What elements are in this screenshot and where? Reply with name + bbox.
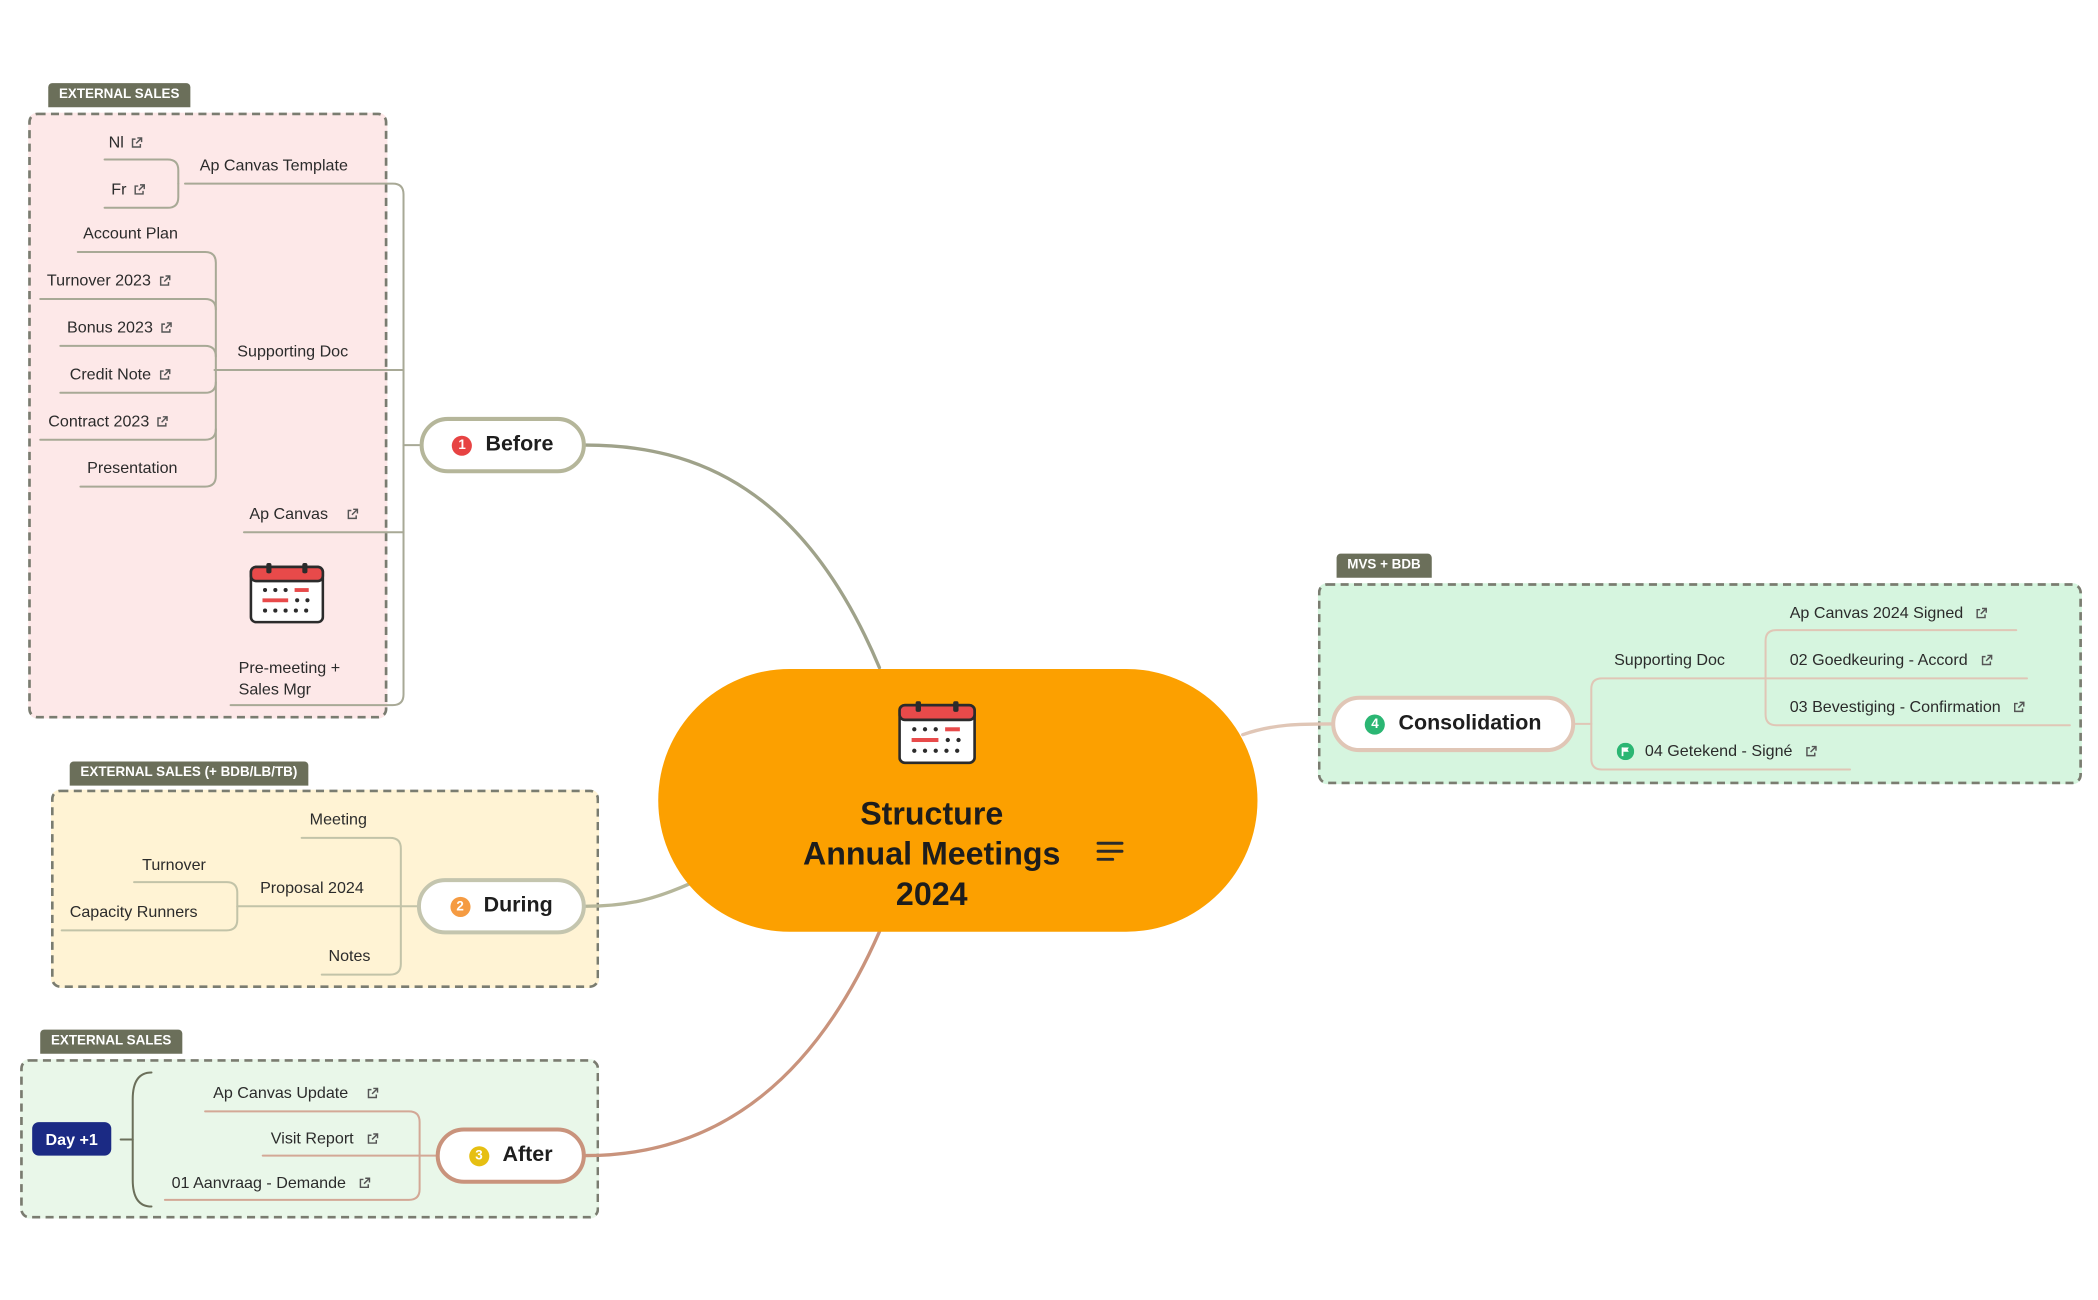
item-goedkeuring-accord[interactable]: 02 Goedkeuring - Accord [1790,650,1993,669]
topic-consolidation-label: Consolidation [1398,711,1542,735]
number-badge-3: 3 [468,1145,490,1166]
number-badge-1: 1 [451,435,473,456]
topic-supporting-doc-before[interactable]: Supporting Doc [237,341,349,361]
topic-during[interactable]: 2 During [416,878,586,935]
link-fr-label: Fr [111,179,127,199]
item-turnover-2023-label: Turnover 2023 [46,270,151,290]
item-aanvraag-demande[interactable]: 01 Aanvraag - Demande [172,1173,372,1192]
external-link-icon[interactable] [358,1177,371,1189]
topic-proposal-2024[interactable]: Proposal 2024 [260,878,364,897]
item-capacity-runners[interactable]: Capacity Runners [69,902,198,921]
item-visit-report[interactable]: Visit Report [271,1129,379,1148]
calendar-icon [898,701,976,765]
link-nl-label: Nl [108,132,124,152]
external-link-icon[interactable] [345,509,358,521]
number-badge-2: 2 [450,896,471,917]
boundary-label-during: EXTERNAL SALES (+ BDB/LB/TB) [69,761,309,786]
external-link-icon[interactable] [160,322,173,334]
topic-getekend-signe-label: 04 Getekend - Signé [1644,741,1793,761]
branch-during [584,881,693,908]
external-link-icon[interactable] [158,275,171,287]
topic-after[interactable]: 3 After [435,1127,586,1184]
external-link-icon[interactable] [366,1088,379,1100]
topic-after-label: After [502,1143,553,1167]
external-link-icon[interactable] [1975,608,1988,620]
item-bonus-2023[interactable]: Bonus 2023 [67,317,173,337]
item-credit-note[interactable]: Credit Note [69,364,171,384]
item-ap-canvas-update-label: Ap Canvas Update [213,1083,349,1102]
external-link-icon[interactable] [133,184,146,196]
branch-before [584,443,882,670]
external-link-icon[interactable] [1805,746,1818,758]
item-account-plan[interactable]: Account Plan [83,223,178,243]
topic-before-label: Before [485,433,554,456]
number-badge-4: 4 [1364,713,1386,734]
topic-consolidation[interactable]: 4 Consolidation [1331,695,1576,753]
topic-notes[interactable]: Notes [328,946,371,966]
item-turnover-2023[interactable]: Turnover 2023 [47,271,171,290]
topic-meeting[interactable]: Meeting [309,809,367,829]
link-fr[interactable]: Fr [111,179,146,199]
item-bevestiging-confirmation-label: 03 Bevestiging - Confirmation [1789,697,2001,716]
topic-getekend-signe[interactable]: 04 Getekend - Signé [1616,741,1818,761]
item-aanvraag-demande-label: 01 Aanvraag - Demande [171,1173,347,1192]
item-contract-2023-label: Contract 2023 [48,411,150,431]
external-link-icon[interactable] [366,1133,379,1145]
item-visit-report-label: Visit Report [270,1128,354,1148]
link-nl[interactable]: Nl [108,132,144,152]
external-link-icon[interactable] [130,137,143,149]
boundary-consolidation[interactable] [1317,583,2082,785]
topic-ap-canvas-label: Ap Canvas [249,504,329,523]
branch-consolidation [1241,722,1333,737]
item-presentation[interactable]: Presentation [87,458,178,478]
item-ap-canvas-update[interactable]: Ap Canvas Update [213,1083,379,1102]
topic-pre-meeting[interactable]: Pre-meeting + Sales Mgr [238,658,341,699]
external-link-icon[interactable] [1980,655,1993,667]
item-turnover[interactable]: Turnover [142,855,206,875]
branch-after [584,930,882,1158]
item-credit-note-label: Credit Note [69,364,152,384]
central-title: Structure Annual Meetings 2024 [802,796,1061,913]
topic-before[interactable]: 1 Before [419,416,586,474]
item-ap-canvas-2024-signed-label: Ap Canvas 2024 Signed [1789,603,1964,623]
external-link-icon[interactable] [2013,702,2026,714]
external-link-icon[interactable] [156,416,169,428]
item-contract-2023[interactable]: Contract 2023 [48,411,169,431]
topic-during-label: During [483,894,553,917]
item-bevestiging-confirmation[interactable]: 03 Bevestiging - Confirmation [1790,697,2027,716]
topic-supporting-doc-consolidation[interactable]: Supporting Doc [1614,650,1725,669]
boundary-before[interactable] [28,112,388,719]
external-link-icon[interactable] [158,369,171,381]
boundary-label-after: EXTERNAL SALES [40,1029,183,1054]
topic-ap-canvas-template[interactable]: Ap Canvas Template [199,155,348,175]
item-goedkeuring-accord-label: 02 Goedkeuring - Accord [1789,650,1968,669]
item-ap-canvas-2024-signed[interactable]: Ap Canvas 2024 Signed [1790,603,1989,622]
item-bonus-2023-label: Bonus 2023 [67,317,153,337]
boundary-label-consolidation: MVS + BDB [1336,553,1432,578]
calendar-icon [249,563,325,624]
notes-icon[interactable] [1096,841,1124,862]
topic-ap-canvas[interactable]: Ap Canvas [249,504,359,523]
summary-day-plus-1[interactable]: Day +1 [32,1122,112,1156]
boundary-label-before: EXTERNAL SALES [48,83,191,108]
flag-icon [1616,743,1635,761]
